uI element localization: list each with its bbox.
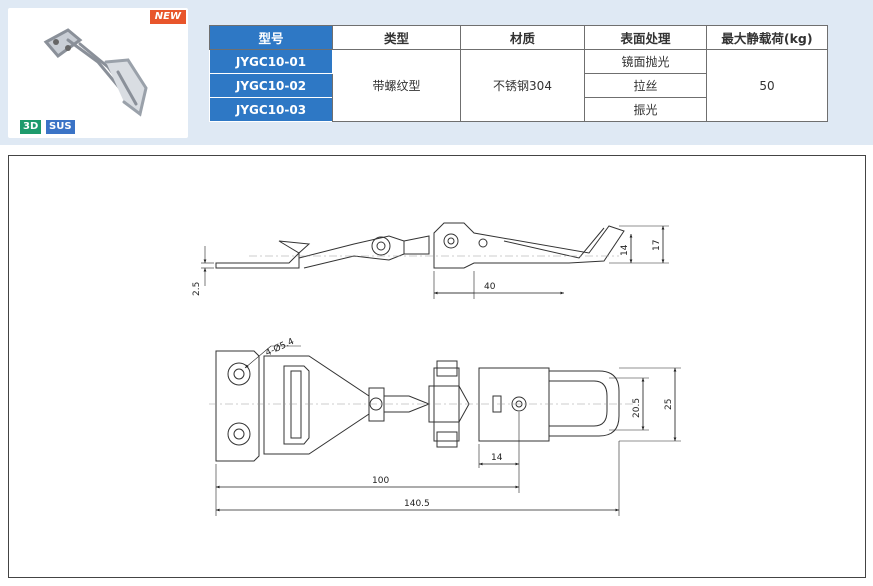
table-row: JYGC10-03 振光 bbox=[209, 97, 828, 122]
model-cell: JYGC10-02 bbox=[209, 73, 333, 98]
header-finish: 表面处理 bbox=[584, 25, 707, 50]
dim-width-outer: 25 bbox=[664, 399, 674, 410]
tag-3d: 3D bbox=[20, 120, 42, 134]
technical-drawing: 2.5 40 14 17 bbox=[192, 222, 681, 516]
dim-overall-length: 140.5 bbox=[404, 499, 430, 509]
header-model: 型号 bbox=[209, 25, 333, 50]
max-load-cell: 50 bbox=[706, 49, 828, 122]
product-photo: NEW 3D SUS bbox=[8, 8, 188, 138]
tag-sus: SUS bbox=[46, 120, 75, 134]
finish-cell: 拉丝 bbox=[584, 73, 707, 98]
latch-photo-icon bbox=[43, 28, 148, 117]
new-badge: NEW bbox=[149, 10, 186, 24]
dim-hook-offset: 14 bbox=[491, 453, 503, 463]
header-material: 材质 bbox=[460, 25, 585, 50]
spec-table-header: 型号 类型 材质 表面处理 最大静载荷(kg) bbox=[209, 25, 828, 50]
dim-hole-callout: 4-Ø5.4 bbox=[264, 336, 296, 359]
finish-cell: 振光 bbox=[584, 97, 707, 122]
table-row: JYGC10-02 拉丝 bbox=[209, 73, 828, 98]
header-max-load: 最大静载荷(kg) bbox=[706, 25, 828, 50]
side-view bbox=[215, 222, 625, 269]
table-row: JYGC10-01 带螺纹型 不锈钢304 镜面抛光 50 bbox=[209, 49, 828, 122]
header-type: 类型 bbox=[332, 25, 461, 50]
model-cell: JYGC10-01 bbox=[209, 49, 333, 74]
model-cell: JYGC10-03 bbox=[209, 97, 333, 122]
dim-side-length: 40 bbox=[484, 282, 496, 292]
dim-width-inner: 20.5 bbox=[632, 398, 642, 418]
technical-drawing-frame: 2.5 40 14 17 bbox=[8, 155, 866, 578]
material-cell: 不锈钢304 bbox=[460, 49, 585, 122]
dim-height-outer: 17 bbox=[652, 240, 662, 251]
type-cell: 带螺纹型 bbox=[332, 49, 461, 122]
top-view bbox=[215, 350, 620, 462]
dim-height-inner: 14 bbox=[620, 244, 630, 256]
spec-table: 型号 类型 材质 表面处理 最大静载荷(kg) JYGC10-01 带螺纹型 不… bbox=[209, 25, 828, 122]
dim-thickness: 2.5 bbox=[192, 282, 202, 296]
dim-base-to-hook: 100 bbox=[372, 476, 389, 486]
finish-cell: 镜面抛光 bbox=[584, 49, 707, 74]
